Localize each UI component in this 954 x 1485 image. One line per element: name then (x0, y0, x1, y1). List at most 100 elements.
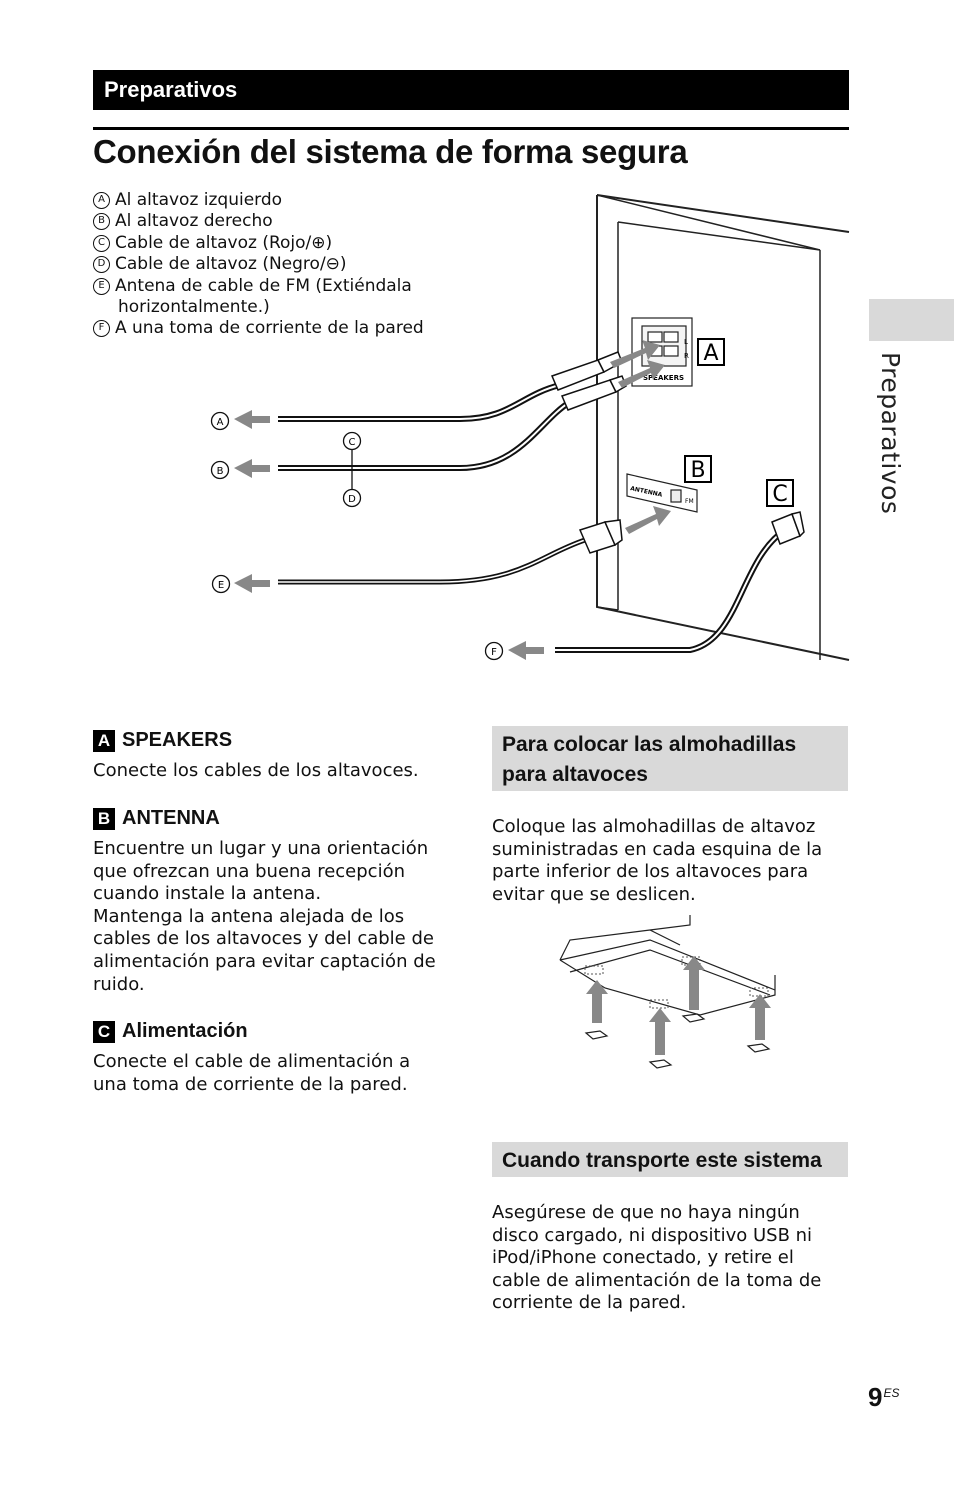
antenna-section: B ANTENNA Encuentre un lugar y una orient… (93, 807, 436, 996)
antenna-text: Encuentre un lugar y una orientación que… (93, 838, 436, 996)
panel-letter-b-text: B (690, 458, 705, 483)
transport-text-line: cable de alimentación de la toma de (492, 1269, 822, 1291)
antenna-cable (278, 537, 586, 585)
legend-item: A Al altavoz izquierdo (93, 190, 424, 211)
panel-letter-c-text: C (772, 482, 787, 507)
speaker-bottom-outline (559, 915, 776, 1016)
legend-marker: B (93, 213, 110, 231)
callout-e (211, 574, 231, 594)
power-plug (771, 511, 805, 545)
speaker-terminal-label-r: R (684, 352, 689, 360)
antenna-plug (578, 519, 623, 554)
callout-f (484, 641, 504, 661)
pad-arrows (586, 956, 771, 1055)
panel-letter-a-text: A (703, 341, 718, 366)
title-rule (93, 127, 849, 130)
fm-label: FM (685, 498, 694, 505)
insert-arrows (610, 340, 671, 534)
legend-item: E Antena de cable de FM (Extiéndala (93, 276, 424, 297)
antenna-text-line: Encuentre un lugar y una orientación (93, 838, 429, 859)
pads-text-line: parte inferior de los altavoces para (492, 861, 809, 883)
speaker-cables (278, 382, 572, 471)
legend-text: Al altavoz izquierdo (115, 190, 283, 210)
speakers-panel-label: SPEAKERS (643, 374, 684, 382)
legend-item: F A una toma de corriente de la pared (93, 318, 424, 339)
callout-c-text: C (349, 437, 356, 448)
antenna-text-line: ruido. (93, 973, 145, 995)
transport-heading: Cuando transporte este sistema (492, 1142, 848, 1177)
page-number: 9ES (868, 1382, 899, 1413)
transport-text-line: corriente de la pared. (492, 1292, 687, 1314)
page-title: Conexión del sistema de forma segura (93, 133, 688, 170)
power-text-line: Conecte el cable de alimentación a (93, 1051, 411, 1072)
speakers-section: A SPEAKERS Conecte los cables de los alta… (93, 729, 419, 783)
antenna-terminal (626, 473, 698, 513)
side-tab-label-box: Preparativos (876, 352, 916, 515)
callout-d-text: D (348, 494, 356, 505)
power-text-line: una toma de corriente de la pared. (93, 1073, 408, 1095)
direction-arrows (234, 410, 544, 660)
antenna-text-line: cables de los altavoces y del cable de (93, 928, 434, 950)
legend-text: Al altavoz derecho (115, 211, 273, 232)
power-heading: C Alimentación (93, 1020, 410, 1043)
legend-item: B Al altavoz derecho (93, 211, 424, 232)
page-number-value: 9 (868, 1382, 883, 1412)
speakers-heading: A SPEAKERS (93, 729, 419, 752)
pads-text-line: Coloque las almohadillas de altavoz (492, 816, 816, 837)
legend-marker: A (93, 192, 110, 209)
antenna-text-line: que ofrezcan una buena recepción (93, 860, 405, 882)
legend-marker: C (93, 234, 110, 252)
pads-text-line: suministradas en cada esquina de la (492, 838, 823, 860)
transport-text: Asegúrese de que no haya ningún disco ca… (492, 1202, 821, 1315)
pads-heading-line: para altavoces (502, 763, 648, 786)
speakers-heading-text: SPEAKERS (122, 729, 233, 751)
power-heading-text: Alimentación (122, 1020, 248, 1042)
pads-text-line: evitar que se deslicen. (492, 883, 696, 905)
callout-d (342, 488, 362, 508)
page-number-suffix: ES (883, 1386, 900, 1400)
callout-b-text: B (217, 466, 224, 477)
panel-letter-b (684, 455, 712, 483)
callout-c (342, 431, 362, 451)
pad-positions (584, 956, 769, 1009)
side-tab-label: Preparativos (876, 352, 905, 515)
box-letter-c: C (93, 1020, 115, 1043)
legend-list: A Al altavoz izquierdo B Al altavoz derech… (93, 190, 424, 340)
box-letter-b: B (93, 807, 115, 830)
pads-heading: Para colocar las almohadillas para altav… (492, 726, 848, 791)
legend-text: Cable de altavoz (Negro/⊖) (115, 254, 347, 275)
legend-item: C Cable de altavoz (Rojo/⊕) (93, 233, 424, 254)
legend-marker: D (93, 256, 110, 274)
box-letter-a: A (93, 729, 115, 752)
callout-a-text: A (217, 417, 224, 428)
side-tab-marker (869, 299, 954, 341)
transport-text-line: iPod/iPhone conectado, y retire el (492, 1247, 794, 1269)
legend-text-continued: horizontalmente.) (118, 297, 270, 318)
legend-marker: E (93, 277, 110, 295)
speaker-terminal-label-l: L (684, 338, 688, 346)
callout-f-text: F (491, 647, 497, 658)
transport-text-line: Asegúrese de que no haya ningún (492, 1202, 800, 1223)
legend-text: A una toma de corriente de la pared (115, 318, 424, 339)
antenna-text-line: alimentación para evitar captación de (93, 950, 436, 972)
power-section: C Alimentación Conecte el cable de alimen… (93, 1020, 410, 1096)
antenna-heading-text: ANTENNA (122, 807, 220, 829)
speakers-text: Conecte los cables de los altavoces. (93, 760, 419, 781)
pads-illustration (559, 915, 776, 1069)
legend-marker: F (93, 320, 110, 338)
pads-text: Coloque las almohadillas de altavoz sumi… (492, 816, 822, 906)
legend-text: Cable de altavoz (Rojo/⊕) (115, 232, 333, 253)
antenna-text-line: cuando instale la antena. (93, 883, 322, 905)
callout-a (210, 411, 230, 431)
legend-item: D Cable de altavoz (Negro/⊖) (93, 254, 424, 275)
connection-diagram: L R SPEAKERS ANTENNA FM A B C (210, 194, 850, 661)
panel-letter-c (766, 479, 794, 507)
legend-text: Antena de cable de FM (Extiéndala (115, 275, 412, 296)
antenna-heading: B ANTENNA (93, 807, 436, 830)
power-text: Conecte el cable de alimentación a una t… (93, 1051, 410, 1096)
pads-heading-line: Para colocar las almohadillas (502, 733, 797, 756)
callout-e-text: E (218, 580, 224, 591)
panel-letter-a (697, 338, 725, 366)
power-cable (555, 527, 787, 653)
pads (584, 1013, 771, 1069)
